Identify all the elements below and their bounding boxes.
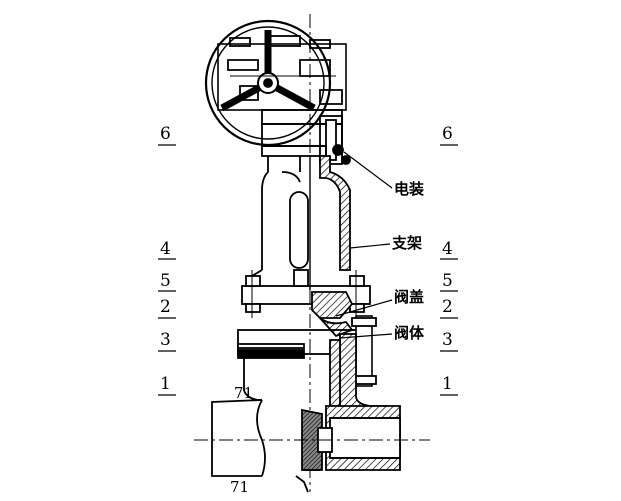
yoke (251, 155, 351, 290)
section-marker-left-4: 4 (160, 239, 171, 259)
section-marker-right-2: 2 (442, 297, 453, 317)
label-bonnet: 阀盖 (394, 288, 425, 306)
section-marker-right-6: 6 (442, 124, 453, 144)
section-marker-left-2: 2 (160, 297, 171, 317)
section-marker-right-3: 3 (442, 330, 453, 350)
actuator-housing (217, 35, 351, 165)
section-marker-left-6: 6 (160, 124, 171, 144)
section-marker-right-5: 5 (442, 271, 453, 291)
section-marker-left-5: 5 (160, 271, 171, 291)
section-marker-right-1: 1 (442, 374, 453, 394)
leader-lines (335, 151, 393, 339)
section-marker-left-1: 1 (160, 374, 171, 394)
label-body: 阀体 (394, 324, 425, 342)
handwheel (204, 19, 332, 147)
dimension-lower: 71 (230, 478, 250, 496)
dimension-upper: 71 (234, 384, 254, 402)
label-actuator: 电装 (394, 180, 425, 198)
valve-body (211, 315, 401, 493)
marker-underlines (158, 144, 458, 396)
section-marker-left-3: 3 (160, 330, 171, 350)
label-yoke: 支架 (392, 234, 423, 252)
section-marker-right-4: 4 (442, 239, 453, 259)
bonnet (241, 269, 371, 338)
